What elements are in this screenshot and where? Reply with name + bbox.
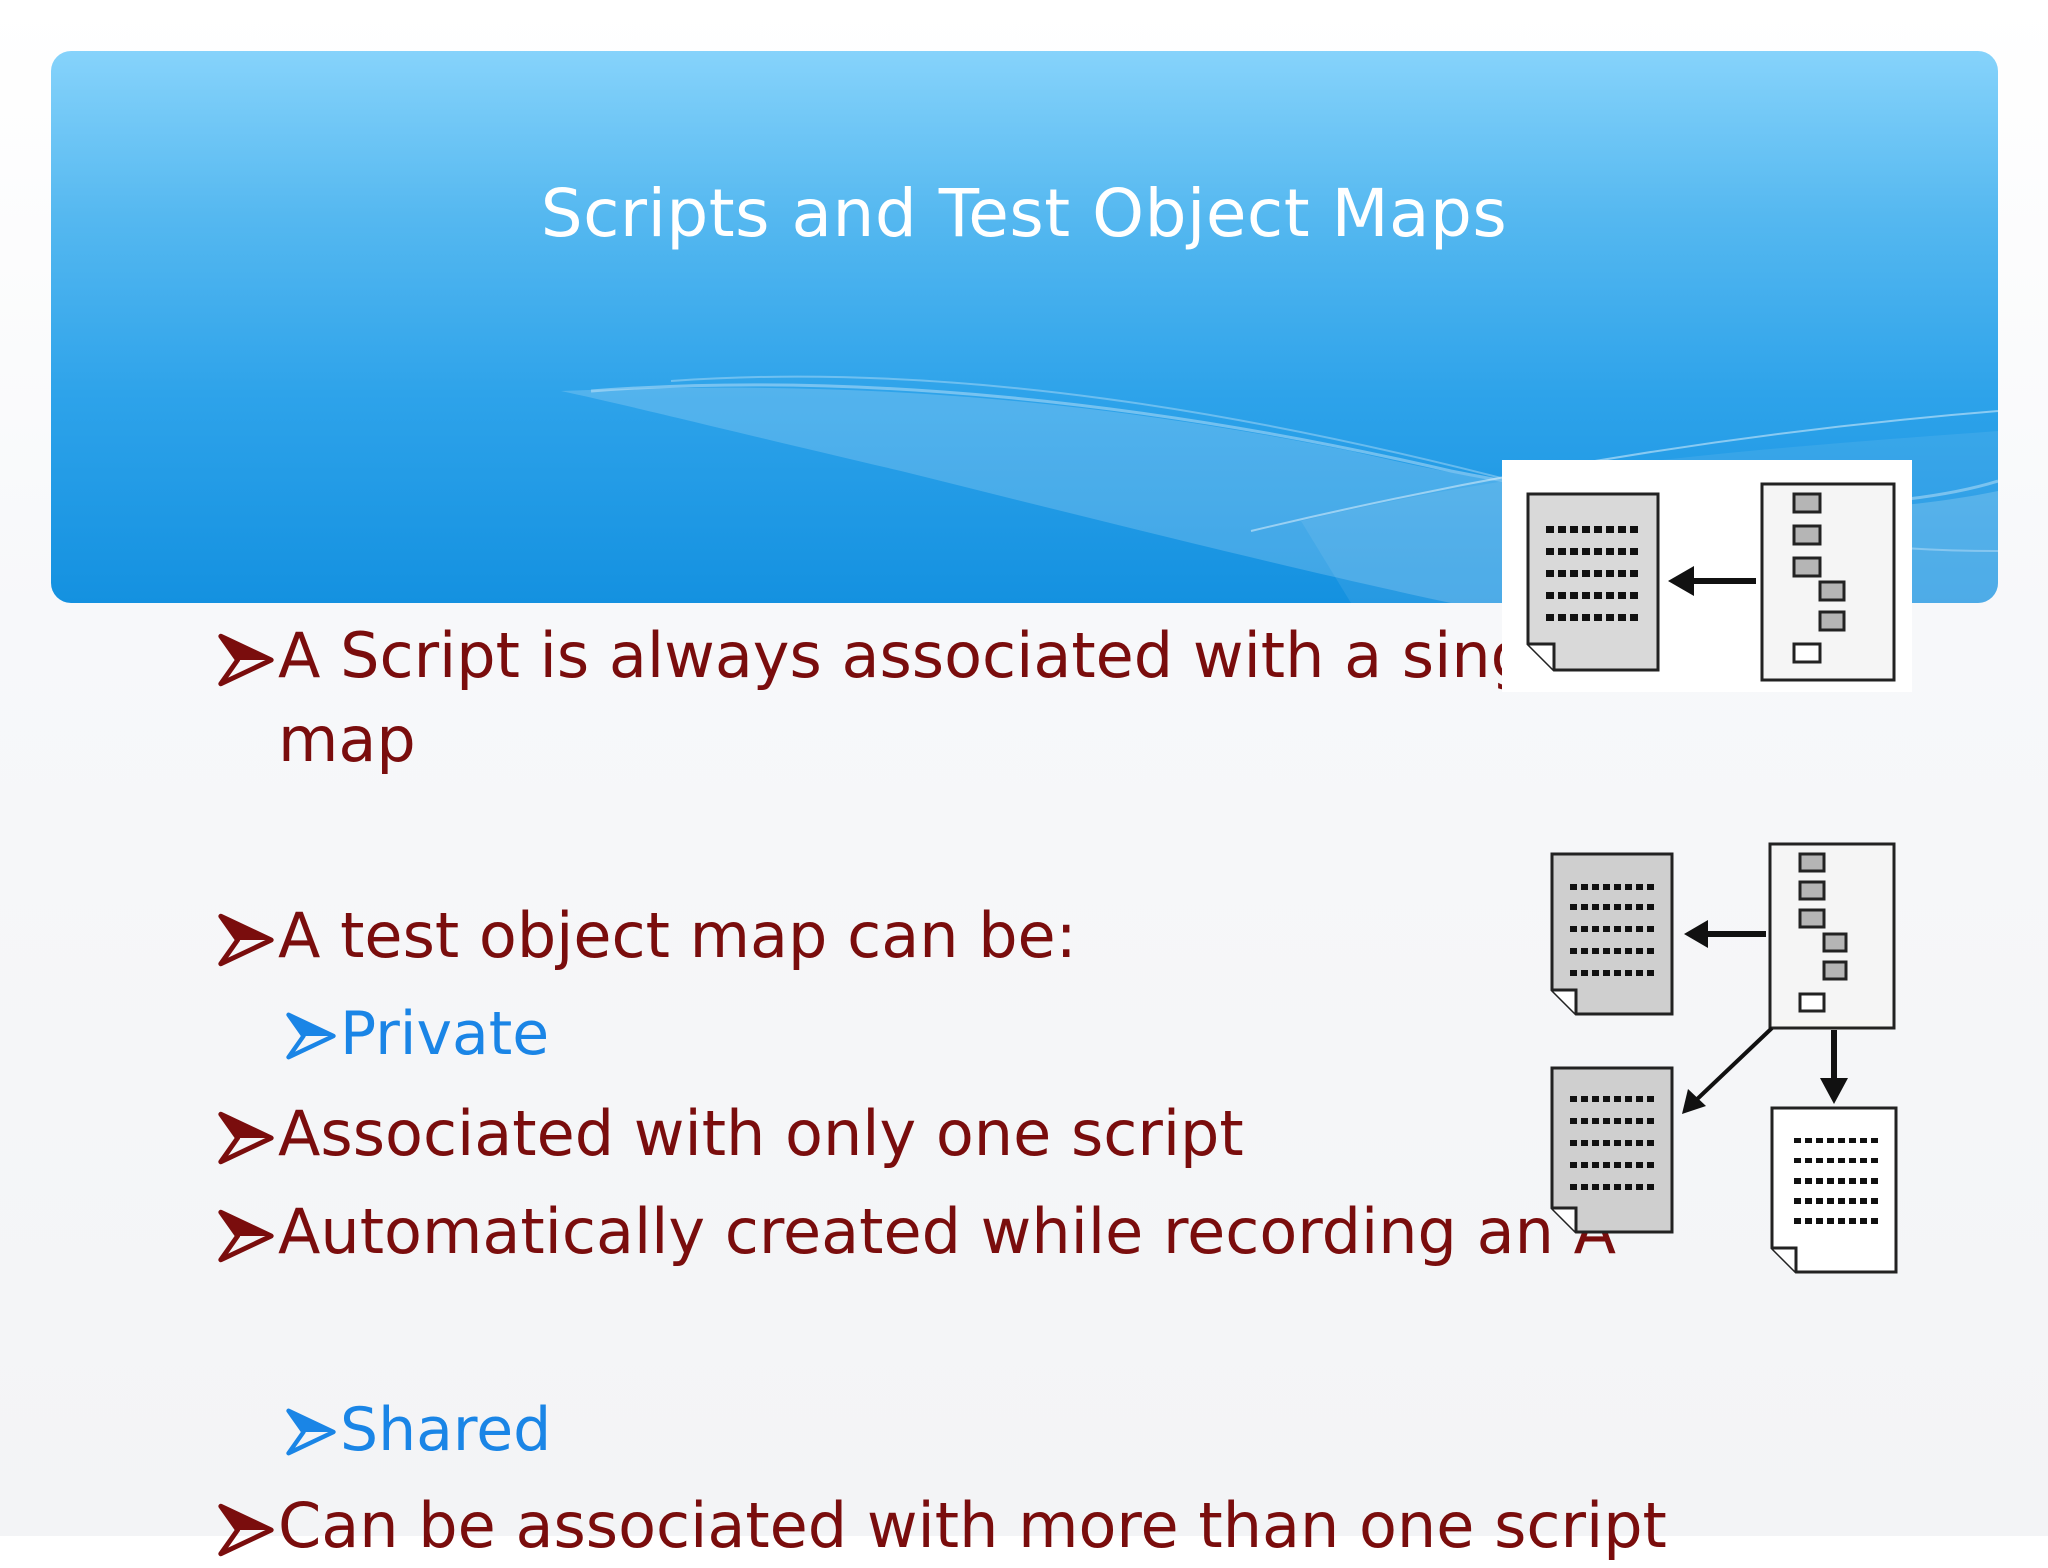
bullet-text: Shared: [340, 1395, 552, 1465]
bullet-auto-created: Automatically created while recording an…: [218, 1190, 1616, 1274]
arrow-bullet-icon: [218, 1503, 274, 1557]
script-document-icon: [1770, 1106, 1898, 1274]
object-map-icon: [1760, 482, 1896, 682]
script-document-icon: [1526, 492, 1660, 672]
arrow-bullet-icon: [218, 1111, 274, 1165]
bullet-text: Can be associated with more than one scr…: [278, 1489, 1667, 1562]
arrow-bullet-icon: [286, 1408, 336, 1456]
arrow-bullet-icon: [218, 913, 274, 967]
arrow-bullet-icon: [218, 1209, 274, 1263]
bullet-script-association: A Script is always associated with a sin…: [218, 614, 1629, 782]
private-map-diagram: [1502, 460, 1912, 692]
bullet-text: Private: [340, 999, 550, 1069]
script-document-icon: [1550, 852, 1674, 1016]
script-document-icon: [1550, 1066, 1674, 1234]
arrow-left-icon: [1668, 566, 1756, 596]
bullet-map-types: A test object map can be:: [218, 894, 1077, 978]
bullet-private: Private: [286, 992, 549, 1076]
bullet-text-line-1: A Script is always associated with a sin…: [278, 619, 1630, 692]
bullet-multiple-scripts: Can be associated with more than one scr…: [218, 1484, 1667, 1568]
arrow-left-icon: [1684, 920, 1766, 948]
arrow-down-icon: [1820, 1030, 1848, 1104]
bullet-text: A Script is always associated with a sin…: [278, 614, 1629, 782]
bullet-shared: Shared: [286, 1388, 551, 1472]
shared-map-diagram: [1550, 842, 1898, 1274]
bullet-text: A test object map can be:: [278, 899, 1077, 972]
bullet-text-line-2: map: [278, 703, 416, 776]
slide-title: Scripts and Test Object Maps: [540, 175, 1508, 252]
bullet-text: Automatically created while recording an…: [278, 1195, 1617, 1268]
arrow-bullet-icon: [218, 633, 274, 687]
object-map-icon: [1768, 842, 1896, 1030]
bullet-text: Associated with only one script: [278, 1097, 1244, 1170]
arrow-bullet-icon: [286, 1012, 336, 1060]
arrow-down-left-icon: [1682, 1026, 1774, 1114]
bullet-one-script: Associated with only one script: [218, 1092, 1244, 1176]
